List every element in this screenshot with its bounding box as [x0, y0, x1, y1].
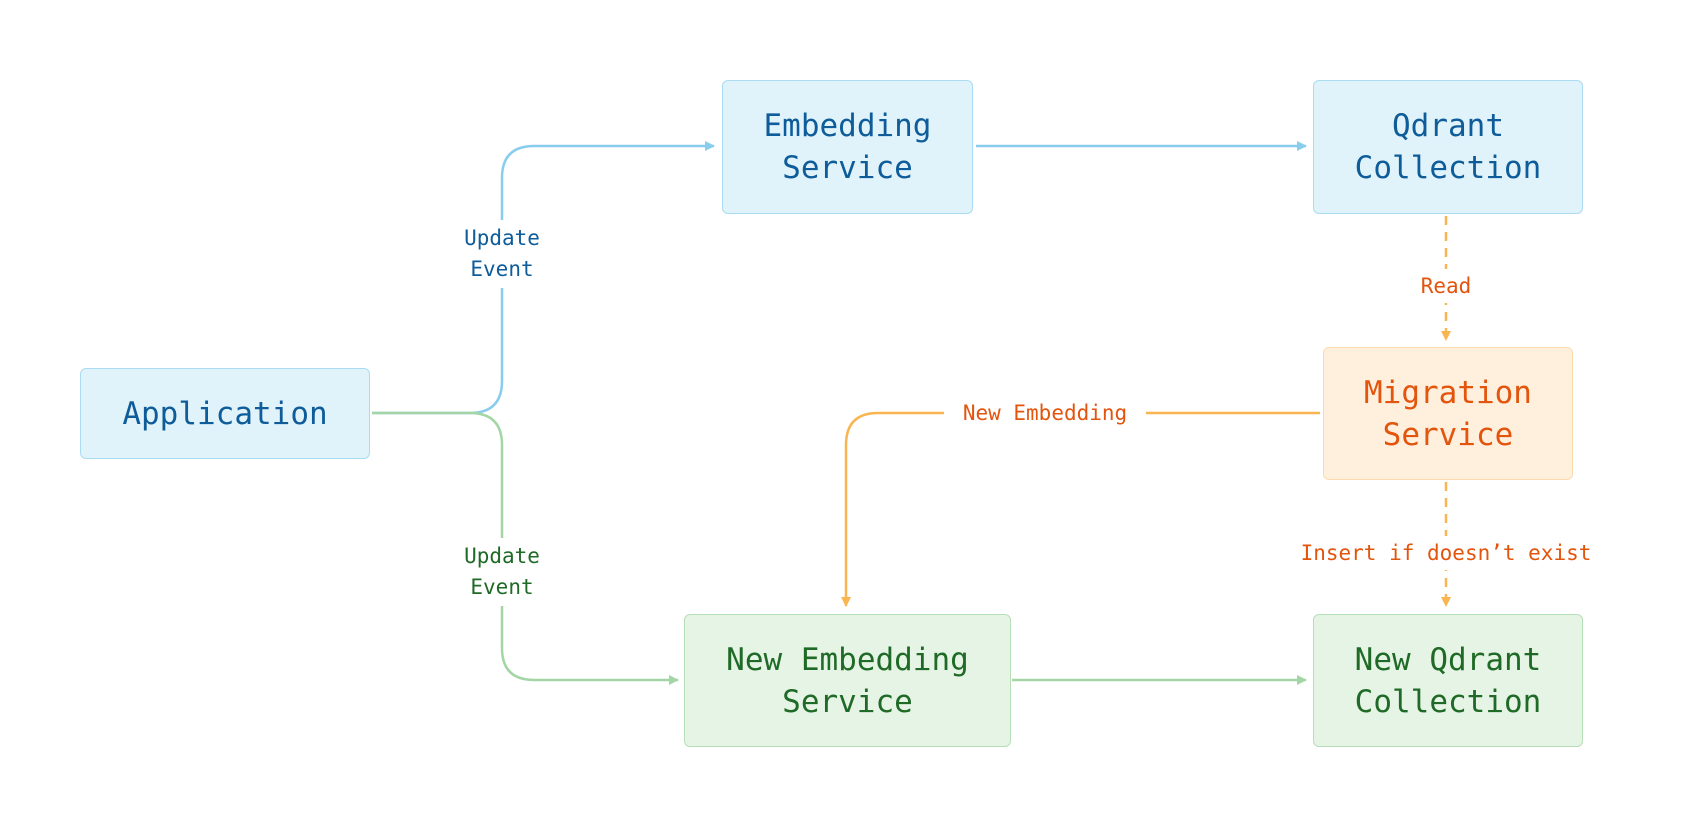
node-application[interactable]: Application: [80, 368, 370, 459]
edge-migration-to-new-embedding: [841, 411, 1320, 607]
label-read: Read: [1405, 269, 1487, 303]
node-qdrant-collection[interactable]: Qdrant Collection: [1313, 80, 1583, 214]
node-new-embedding-service[interactable]: New Embedding Service: [684, 614, 1011, 747]
node-migration-service[interactable]: Migration Service: [1323, 347, 1573, 480]
label-update-event-bottom: Update Event: [452, 538, 552, 606]
node-embedding-service[interactable]: Embedding Service: [722, 80, 973, 214]
label-insert-if-not-exists: Insert if doesn’t exist: [1282, 536, 1610, 570]
node-new-qdrant-collection[interactable]: New Qdrant Collection: [1313, 614, 1583, 747]
label-new-embedding: New Embedding: [944, 396, 1146, 430]
label-update-event-top: Update Event: [452, 220, 552, 288]
